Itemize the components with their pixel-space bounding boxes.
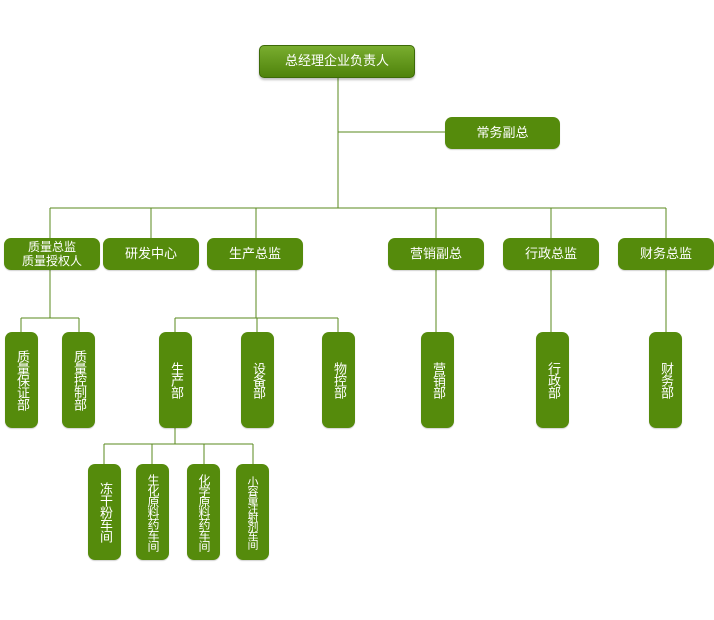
node-general-manager: 总经理企业负责人	[259, 45, 415, 78]
node-finance-director: 财务总监	[618, 238, 714, 270]
node-freeze-dry-workshop: 冻干粉车间	[88, 464, 121, 560]
node-qa-dept: 质量保证部	[5, 332, 38, 428]
node-sales-dept: 营销部	[421, 332, 454, 428]
node-small-injection-workshop: 小容量注射剂车间	[236, 464, 269, 560]
node-quality-director-line1: 质量总监	[27, 240, 76, 254]
node-equipment-dept-label: 设备部	[250, 362, 265, 398]
node-sales-dept-label: 营销部	[430, 362, 445, 398]
node-executive-deputy-label: 常务副总	[476, 125, 529, 141]
node-quality-director-line2: 质量授权人	[21, 254, 82, 268]
node-finance-dept: 财务部	[649, 332, 682, 428]
node-production-director: 生产总监	[207, 238, 303, 270]
node-equipment-dept: 设备部	[241, 332, 274, 428]
node-qc-dept-label: 质量控制部	[71, 350, 86, 410]
node-chem-api-workshop-label: 化学原料药车间	[197, 473, 211, 551]
node-admin-director: 行政总监	[503, 238, 599, 270]
node-finance-dept-label: 财务部	[658, 362, 673, 398]
node-bio-api-workshop: 生化原料药车间	[136, 464, 169, 560]
node-rnd-center: 研发中心	[103, 238, 199, 270]
node-general-manager-label: 总经理企业负责人	[284, 54, 389, 69]
node-admin-director-label: 行政总监	[524, 246, 577, 262]
node-sales-vp: 营销副总	[388, 238, 484, 270]
node-production-director-label: 生产总监	[228, 246, 281, 262]
node-finance-director-label: 财务总监	[639, 246, 692, 262]
node-qc-dept: 质量控制部	[62, 332, 95, 428]
node-qa-dept-label: 质量保证部	[14, 350, 29, 410]
node-executive-deputy: 常务副总	[445, 117, 560, 149]
node-quality-director: 质量总监 质量授权人	[4, 238, 100, 270]
node-materials-dept-label: 物控部	[331, 362, 346, 398]
node-sales-vp-label: 营销副总	[409, 246, 462, 262]
node-admin-dept: 行政部	[536, 332, 569, 428]
node-production-dept-label: 生产部	[168, 362, 183, 398]
node-freeze-dry-workshop-label: 冻干粉车间	[97, 482, 112, 542]
node-small-injection-workshop-label: 小容量注射剂车间	[246, 476, 259, 548]
node-chem-api-workshop: 化学原料药车间	[187, 464, 220, 560]
node-production-dept: 生产部	[159, 332, 192, 428]
node-bio-api-workshop-label: 生化原料药车间	[146, 473, 160, 551]
node-rnd-center-label: 研发中心	[124, 246, 177, 262]
node-materials-dept: 物控部	[322, 332, 355, 428]
node-admin-dept-label: 行政部	[545, 362, 560, 398]
